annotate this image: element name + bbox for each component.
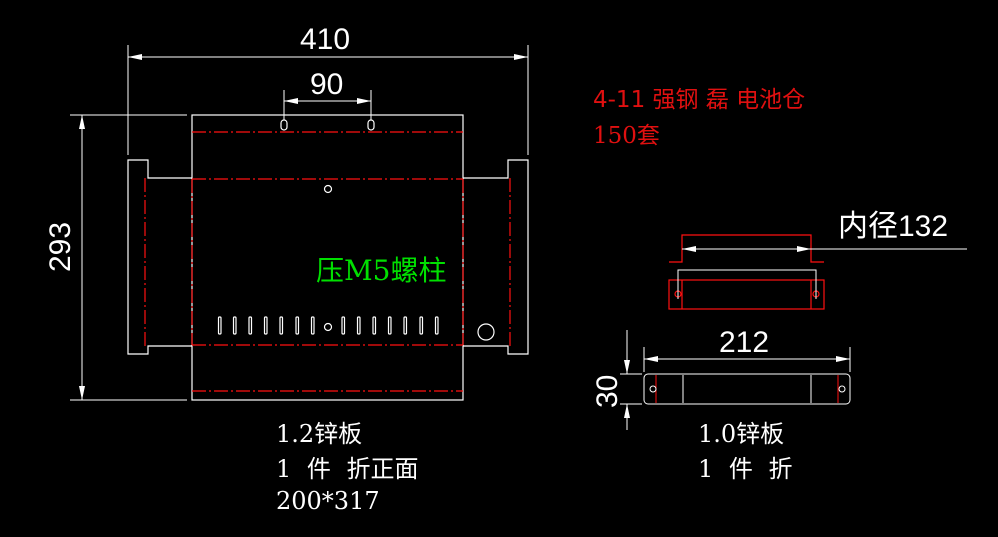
note-m5-stud: 压M5螺柱 <box>316 254 447 287</box>
main-part-outline <box>127 114 529 401</box>
main-dimensions <box>70 45 529 401</box>
strip-part <box>620 330 851 430</box>
inner-ring-view <box>668 234 967 310</box>
vent-slots <box>217 316 439 335</box>
dim-height-30: 30 <box>591 374 624 408</box>
dim-width-212: 212 <box>719 326 770 359</box>
left-part-material: 1.2锌板 <box>276 420 363 448</box>
main-part-bend-lines <box>144 131 511 392</box>
left-part-qty: 1 件 折正面 <box>276 455 419 483</box>
title-line-1: 4-11 强钢 磊 电池仓 <box>593 87 806 113</box>
dim-hole-spacing-90: 90 <box>310 68 344 101</box>
left-part-blank-size: 200*317 <box>276 487 380 515</box>
right-part-material: 1.0锌板 <box>698 420 785 448</box>
title-line-2: 150套 <box>593 123 660 149</box>
right-part-qty: 1 件 折 <box>698 455 793 483</box>
dim-height-293: 293 <box>44 221 77 272</box>
dim-inner-diameter: 内径132 <box>838 210 949 243</box>
dim-width-410: 410 <box>300 23 351 56</box>
